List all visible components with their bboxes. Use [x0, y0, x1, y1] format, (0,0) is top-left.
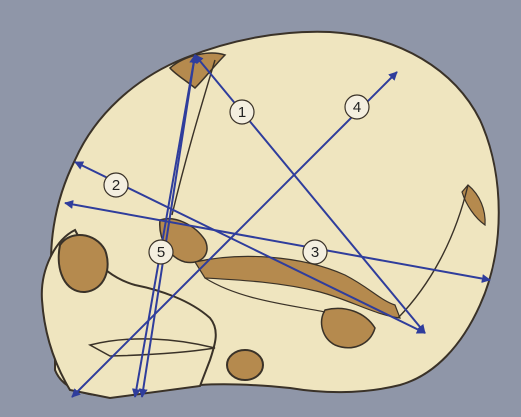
label-2-text: 2: [112, 177, 120, 194]
external-ear-opening: [226, 349, 264, 381]
label-4: 4: [344, 94, 370, 120]
label-2: 2: [103, 172, 129, 198]
orbit: [57, 234, 109, 294]
arrow-5b: [131, 54, 196, 398]
arrow-5a: [138, 54, 199, 398]
label-4-text: 4: [353, 99, 361, 116]
label-1-text: 1: [238, 104, 246, 121]
label-5-text: 5: [157, 244, 165, 261]
label-1: 1: [229, 99, 255, 125]
label-3: 3: [302, 239, 328, 265]
label-3-text: 3: [311, 244, 319, 261]
arrow-4: [71, 71, 398, 398]
label-5: 5: [148, 239, 174, 265]
measurement-arrows: [64, 54, 491, 398]
